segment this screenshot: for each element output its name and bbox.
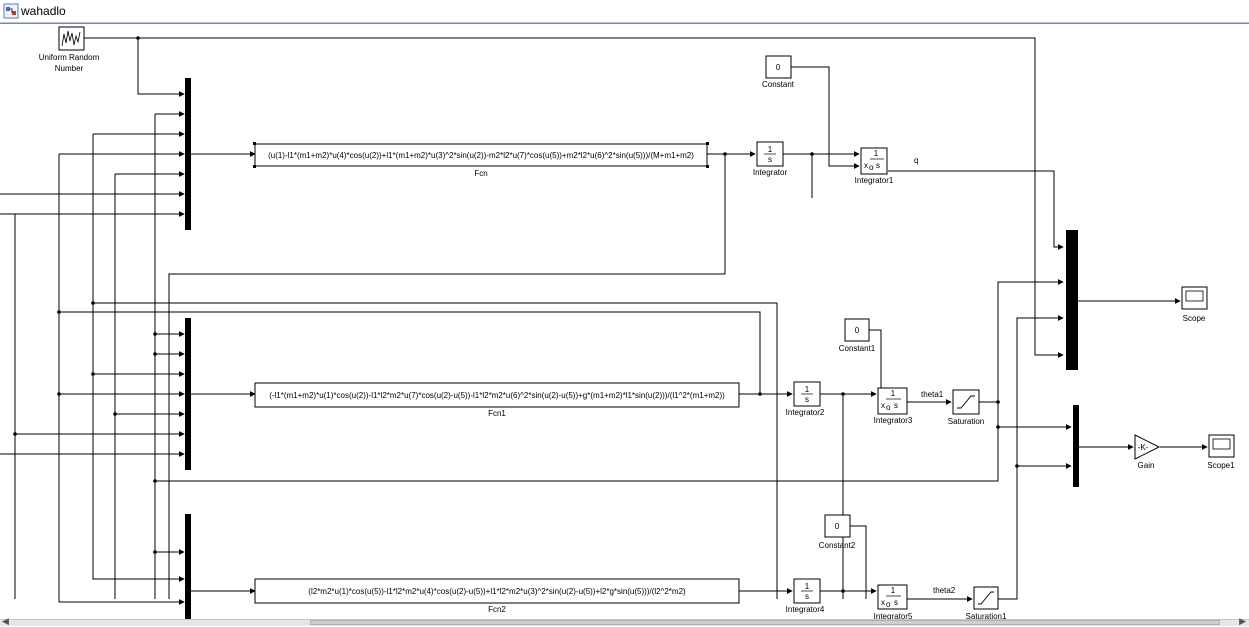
scroll-left-icon[interactable]: ◀ xyxy=(2,616,9,626)
integrator5-block[interactable]: 1 x o s Integrator5 xyxy=(874,584,913,620)
integrator1-label: Integrator1 xyxy=(855,176,894,185)
signal-label-q: q xyxy=(914,156,918,165)
integrator4-label: Integrator4 xyxy=(786,605,825,614)
integrator5-ic-sub: o xyxy=(886,600,891,609)
integrator5-ic-port: x xyxy=(881,598,885,607)
integrator4-num: 1 xyxy=(805,582,810,591)
saturation1-label: Saturation1 xyxy=(966,612,1007,620)
integrator-block[interactable]: 1 s Integrator xyxy=(753,141,788,177)
fcn-expression: (u(1)-l1*(m1+m2)*u(4)*cos(u(2))+l1*(m1+m… xyxy=(268,151,694,160)
integrator1-den: s xyxy=(876,161,880,170)
mux-block-3[interactable] xyxy=(185,514,191,620)
signal-lines xyxy=(0,37,1208,605)
integrator3-block[interactable]: 1 x o s Integrator3 xyxy=(874,387,913,425)
integrator2-num: 1 xyxy=(805,385,810,394)
constant2-value: 0 xyxy=(835,522,840,531)
integrator-num: 1 xyxy=(768,145,773,154)
simulink-model-icon xyxy=(3,3,19,19)
mux-block-1[interactable] xyxy=(185,78,191,230)
integrator1-ic-port: x xyxy=(864,161,868,170)
mux-block-2[interactable] xyxy=(185,318,191,470)
uniform-random-number-block[interactable]: Uniform Random Number xyxy=(39,26,100,73)
fcn2-label: Fcn2 xyxy=(488,605,506,614)
integrator3-label: Integrator3 xyxy=(874,416,913,425)
saturation1-block[interactable]: Saturation1 xyxy=(966,586,1007,620)
constant1-label: Constant1 xyxy=(839,344,876,353)
integrator2-label: Integrator2 xyxy=(786,408,825,417)
integrator2-den: s xyxy=(805,395,809,404)
title-bar: wahadlo xyxy=(0,0,1249,23)
integrator1-num: 1 xyxy=(874,149,879,158)
signal-label-theta2: theta2 xyxy=(933,586,956,595)
integrator4-den: s xyxy=(805,592,809,601)
integrator1-ic-sub: o xyxy=(869,163,874,172)
mux-block-scope[interactable] xyxy=(1066,230,1078,370)
scope1-block[interactable]: Scope1 xyxy=(1207,434,1235,470)
integrator-label: Integrator xyxy=(753,168,788,177)
integrator2-block[interactable]: 1 s Integrator2 xyxy=(786,381,825,417)
constant-label: Constant xyxy=(762,80,795,89)
gain-label: Gain xyxy=(1138,461,1155,470)
fcn1-block[interactable]: (-l1*(m1+m2)*u(1)*cos(u(2))-l1*l2*m2*u(7… xyxy=(254,382,740,418)
integrator-den: s xyxy=(768,155,772,164)
fcn-label: Fcn xyxy=(474,169,487,178)
scrollbar-thumb[interactable] xyxy=(310,620,1220,625)
uniform-random-label-1: Uniform Random xyxy=(39,53,100,62)
integrator3-num: 1 xyxy=(891,389,896,398)
fcn1-label: Fcn1 xyxy=(488,409,506,418)
fcn2-expression: (l2*m2*u(1)*cos(u(5))-l1*l2*m2*u(4)*cos(… xyxy=(308,587,686,596)
scroll-right-icon[interactable]: ▶ xyxy=(1239,616,1246,626)
saturation-block[interactable]: Saturation xyxy=(948,389,984,426)
constant2-block[interactable]: 0 Constant2 xyxy=(819,514,856,550)
mux-block-gain[interactable] xyxy=(1073,405,1079,487)
integrator3-ic-port: x xyxy=(881,401,885,410)
uniform-random-label-2: Number xyxy=(55,64,84,73)
constant1-block[interactable]: 0 Constant1 xyxy=(839,318,876,353)
fcn-block[interactable]: (u(1)-l1*(m1+m2)*u(4)*cos(u(2))+l1*(m1+m… xyxy=(253,142,709,178)
signal-label-theta1: theta1 xyxy=(921,390,944,399)
model-canvas[interactable]: Uniform Random Number (u(1)-l1*(m1+m2)*u… xyxy=(0,23,1249,620)
fcn1-expression: (-l1*(m1+m2)*u(1)*cos(u(2))-l1*l2*m2*u(7… xyxy=(269,391,725,400)
integrator5-den: s xyxy=(894,598,898,607)
gain-value: -K- xyxy=(1138,443,1149,452)
fcn2-block[interactable]: (l2*m2*u(1)*cos(u(5))-l1*l2*m2*u(4)*cos(… xyxy=(254,578,740,614)
constant-block[interactable]: 0 Constant xyxy=(762,55,795,89)
constant-value: 0 xyxy=(776,63,781,72)
window-title: wahadlo xyxy=(21,4,66,18)
scope-label: Scope xyxy=(1183,314,1206,323)
constant2-label: Constant2 xyxy=(819,541,856,550)
integrator4-block[interactable]: 1 s Integrator4 xyxy=(786,578,825,614)
gain-block[interactable]: -K- Gain xyxy=(1134,434,1161,470)
constant1-value: 0 xyxy=(855,326,860,335)
scope1-label: Scope1 xyxy=(1207,461,1235,470)
integrator3-ic-sub: o xyxy=(886,403,891,412)
integrator5-label: Integrator5 xyxy=(874,612,913,620)
scope-block[interactable]: Scope xyxy=(1181,286,1208,323)
integrator1-block[interactable]: 1 x o s Integrator1 xyxy=(855,147,894,185)
saturation-label: Saturation xyxy=(948,417,984,426)
junction-dots xyxy=(13,36,1019,593)
integrator3-den: s xyxy=(894,401,898,410)
integrator5-num: 1 xyxy=(891,586,896,595)
